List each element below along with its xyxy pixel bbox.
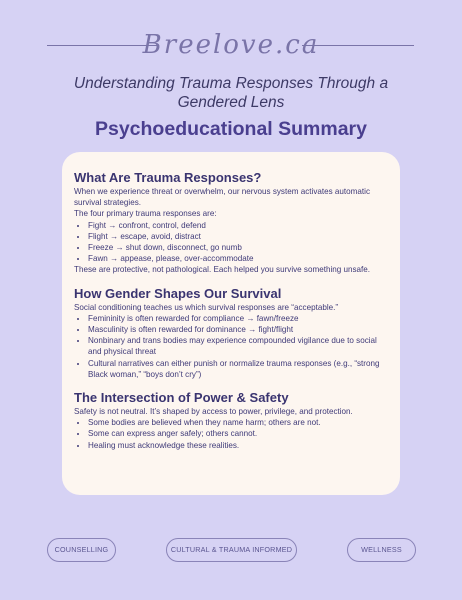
section-heading-trauma-responses: What Are Trauma Responses? bbox=[74, 170, 262, 185]
list-item: Fawn → appease, please, over-accommodate bbox=[88, 253, 388, 264]
list-item: Some bodies are believed when they name … bbox=[88, 417, 388, 428]
tag-counselling: COUNSELLING bbox=[47, 538, 116, 562]
page-title: Psychoeducational Summary bbox=[94, 118, 367, 140]
list-item: Some can express anger safely; others ca… bbox=[88, 428, 388, 439]
section-heading-power-safety: The Intersection of Power & Safety bbox=[74, 390, 289, 406]
section-heading-gender: How Gender Shapes Our Survival bbox=[74, 285, 282, 301]
list-item: Fight → confront, control, defend bbox=[88, 220, 388, 231]
brand-header: Breelove.ca bbox=[0, 30, 462, 60]
trauma-response-list: Fight → confront, control, defend Flight… bbox=[74, 220, 388, 265]
section-lead: The four primary trauma responses are: bbox=[74, 209, 217, 219]
gender-list: Femininity is often rewarded for complia… bbox=[74, 313, 388, 380]
tag-row: COUNSELLING CULTURAL & TRAUMA INFORMED W… bbox=[0, 538, 462, 564]
list-item: Healing must acknowledge these realities… bbox=[88, 440, 388, 451]
power-safety-list: Some bodies are believed when they name … bbox=[74, 417, 388, 451]
list-item: Freeze → shut down, disconnect, go numb bbox=[88, 242, 388, 253]
tag-cultural-trauma-informed: CULTURAL & TRAUMA INFORMED bbox=[166, 538, 297, 562]
divider-right bbox=[302, 45, 414, 46]
tag-wellness: WELLNESS bbox=[347, 538, 416, 562]
section-intro: When we experience threat or overwhelm, … bbox=[74, 187, 371, 208]
list-item: Masculinity is often rewarded for domina… bbox=[88, 324, 388, 335]
list-item: Nonbinary and trans bodies may experienc… bbox=[88, 335, 388, 357]
section-intro: Social conditioning teaches us which sur… bbox=[74, 302, 339, 312]
section-outro: These are protective, not pathological. … bbox=[74, 265, 371, 275]
list-item: Flight → escape, avoid, distract bbox=[88, 231, 388, 242]
divider-left bbox=[47, 45, 159, 46]
summary-card: What Are Trauma Responses? When we exper… bbox=[62, 152, 400, 495]
list-item: Femininity is often rewarded for complia… bbox=[88, 313, 388, 324]
brand-logo: Breelove.ca bbox=[142, 30, 320, 60]
list-item: Cultural narratives can either punish or… bbox=[88, 358, 388, 380]
section-intro: Safety is not neutral. It’s shaped by ac… bbox=[74, 407, 353, 417]
page-subtitle: Understanding Trauma Responses Through a… bbox=[73, 75, 389, 111]
